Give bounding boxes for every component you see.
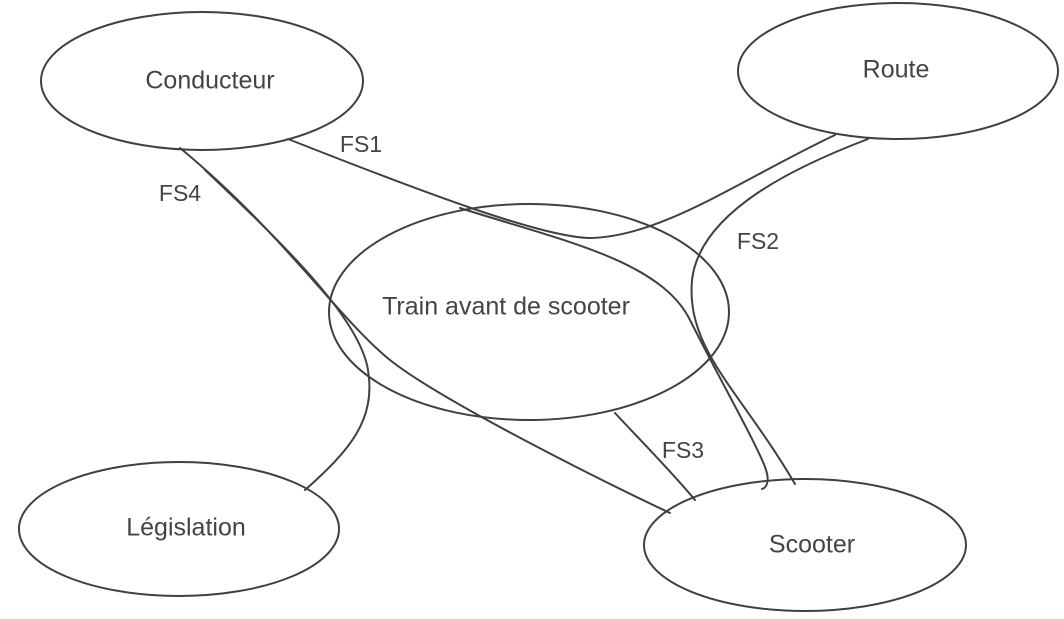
- label-legislation: Législation: [126, 514, 246, 542]
- label-fs1: FS1: [340, 131, 382, 157]
- node-legislation: [18, 461, 340, 597]
- node-conducteur: [40, 11, 364, 151]
- label-fs2: FS2: [737, 228, 779, 254]
- edge-fs3: [614, 412, 696, 501]
- node-scooter: [643, 478, 967, 612]
- label-fs4: FS4: [159, 180, 201, 206]
- node-route: [737, 2, 1059, 140]
- edge-fs2: [690, 138, 869, 485]
- label-conducteur: Conducteur: [145, 67, 274, 95]
- label-fs3: FS3: [662, 437, 704, 463]
- edge-fs1: [287, 134, 836, 240]
- edge-fs4-branch: [204, 169, 371, 491]
- edge-fs1-branch: [459, 207, 769, 490]
- edge-fs4: [179, 147, 671, 514]
- label-train-avant: Train avant de scooter: [382, 293, 630, 321]
- label-route: Route: [863, 56, 930, 84]
- label-scooter: Scooter: [769, 531, 855, 559]
- node-train-avant: [328, 203, 730, 421]
